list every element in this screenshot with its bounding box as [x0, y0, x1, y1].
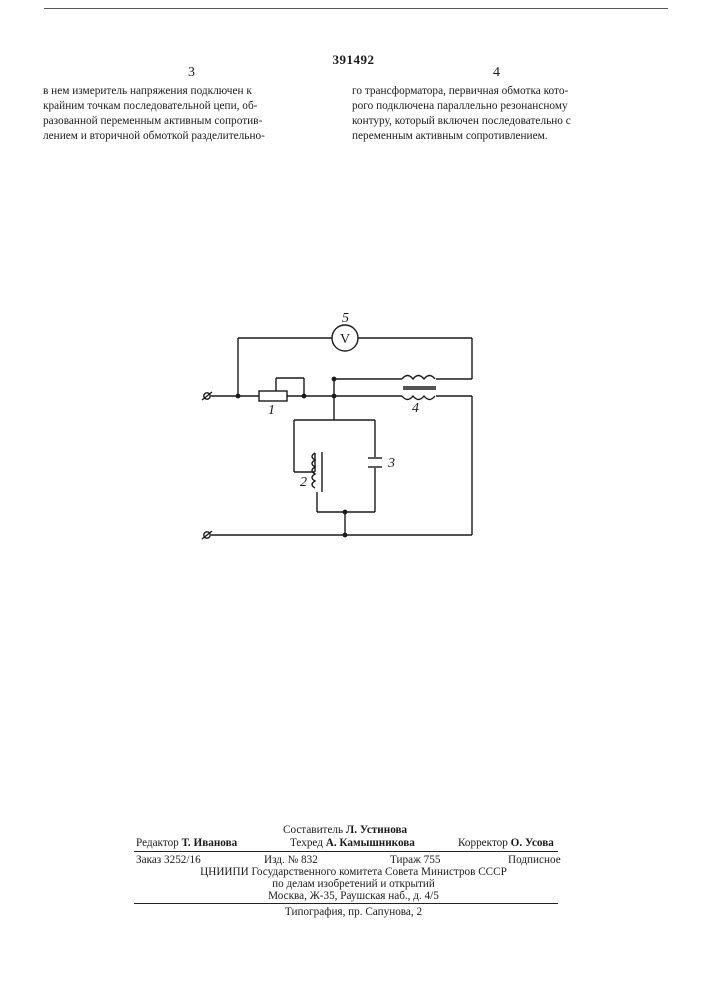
corrector-label: Корректор	[458, 837, 508, 849]
techred-line: Техред А. Камышникова	[290, 837, 415, 850]
junction-dots	[236, 377, 348, 538]
editor-line: Редактор Т. Иванова	[136, 837, 237, 850]
corrector-name: О. Усова	[511, 837, 554, 849]
terminal-bottom	[202, 531, 212, 539]
techred-label: Техред	[290, 837, 323, 849]
voltmeter-letter: V	[340, 332, 350, 347]
resistor-symbol	[259, 391, 287, 401]
label-inductor: 2	[300, 475, 307, 490]
label-resistor: 1	[268, 403, 275, 418]
footer-rule-bottom	[134, 903, 558, 904]
label-capacitor: 3	[387, 456, 395, 471]
terminal-top	[202, 392, 212, 400]
circuit-wires	[211, 338, 472, 535]
capacitor-symbol	[368, 458, 382, 467]
transformer-symbol	[402, 376, 436, 400]
editor-name: Т. Иванова	[182, 837, 238, 849]
footer-rule-top	[134, 851, 558, 852]
compiler-line: Составитель Л. Устинова	[283, 824, 407, 837]
label-transformer: 4	[412, 401, 419, 416]
corrector-line: Корректор О. Усова	[458, 837, 554, 850]
label-voltmeter-number: 5	[342, 311, 349, 326]
editor-label: Редактор	[136, 837, 179, 849]
compiler-name: Л. Устинова	[346, 824, 407, 836]
compiler-label: Составитель	[283, 824, 343, 836]
techred-name: А. Камышникова	[326, 837, 415, 849]
printing-house: Типография, пр. Сапунова, 2	[0, 906, 707, 919]
address: Москва, Ж-35, Раушская наб., д. 4/5	[0, 890, 707, 903]
